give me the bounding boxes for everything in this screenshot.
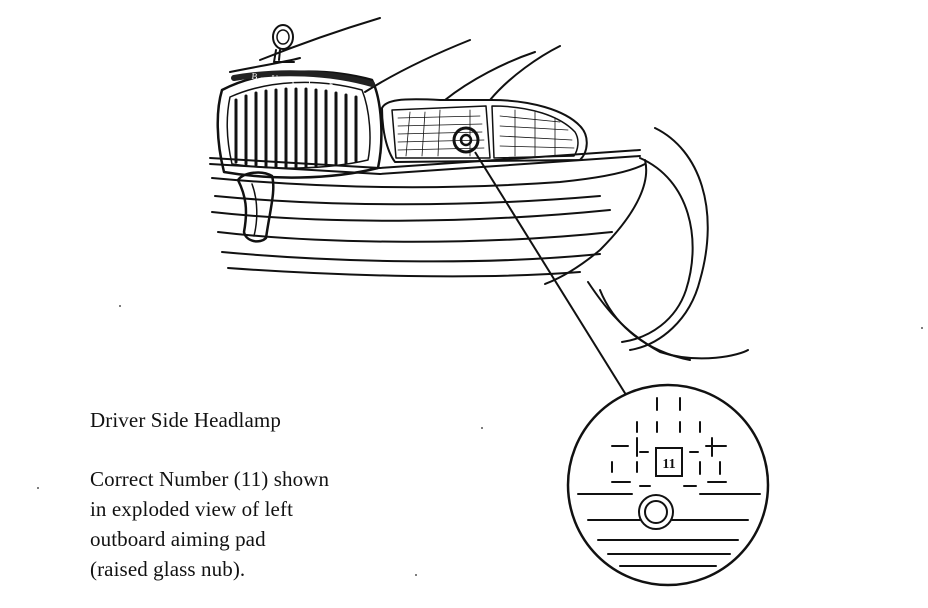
hood: [229, 17, 561, 101]
pad-number: 11: [662, 457, 675, 472]
headlamp-assembly: [381, 98, 588, 163]
caption-line: in exploded view of left: [90, 497, 294, 521]
aiming-pad-callout: 11: [566, 383, 770, 587]
caption-line: (raised glass nub).: [90, 557, 246, 581]
caption-line: Correct Number (11) shown: [90, 467, 330, 491]
hood-ornament: [272, 24, 295, 63]
pad-number-box: [655, 447, 683, 477]
caption: Driver Side Headlamp Correct Number (11)…: [90, 405, 329, 584]
caption-title: Driver Side Headlamp: [90, 408, 281, 432]
grille: [216, 70, 383, 179]
callout-leader-line: [474, 151, 629, 399]
fender: [587, 127, 749, 361]
bumper: [209, 149, 648, 285]
caption-line: outboard aiming pad: [90, 527, 266, 551]
scan-specks: [37, 305, 923, 576]
